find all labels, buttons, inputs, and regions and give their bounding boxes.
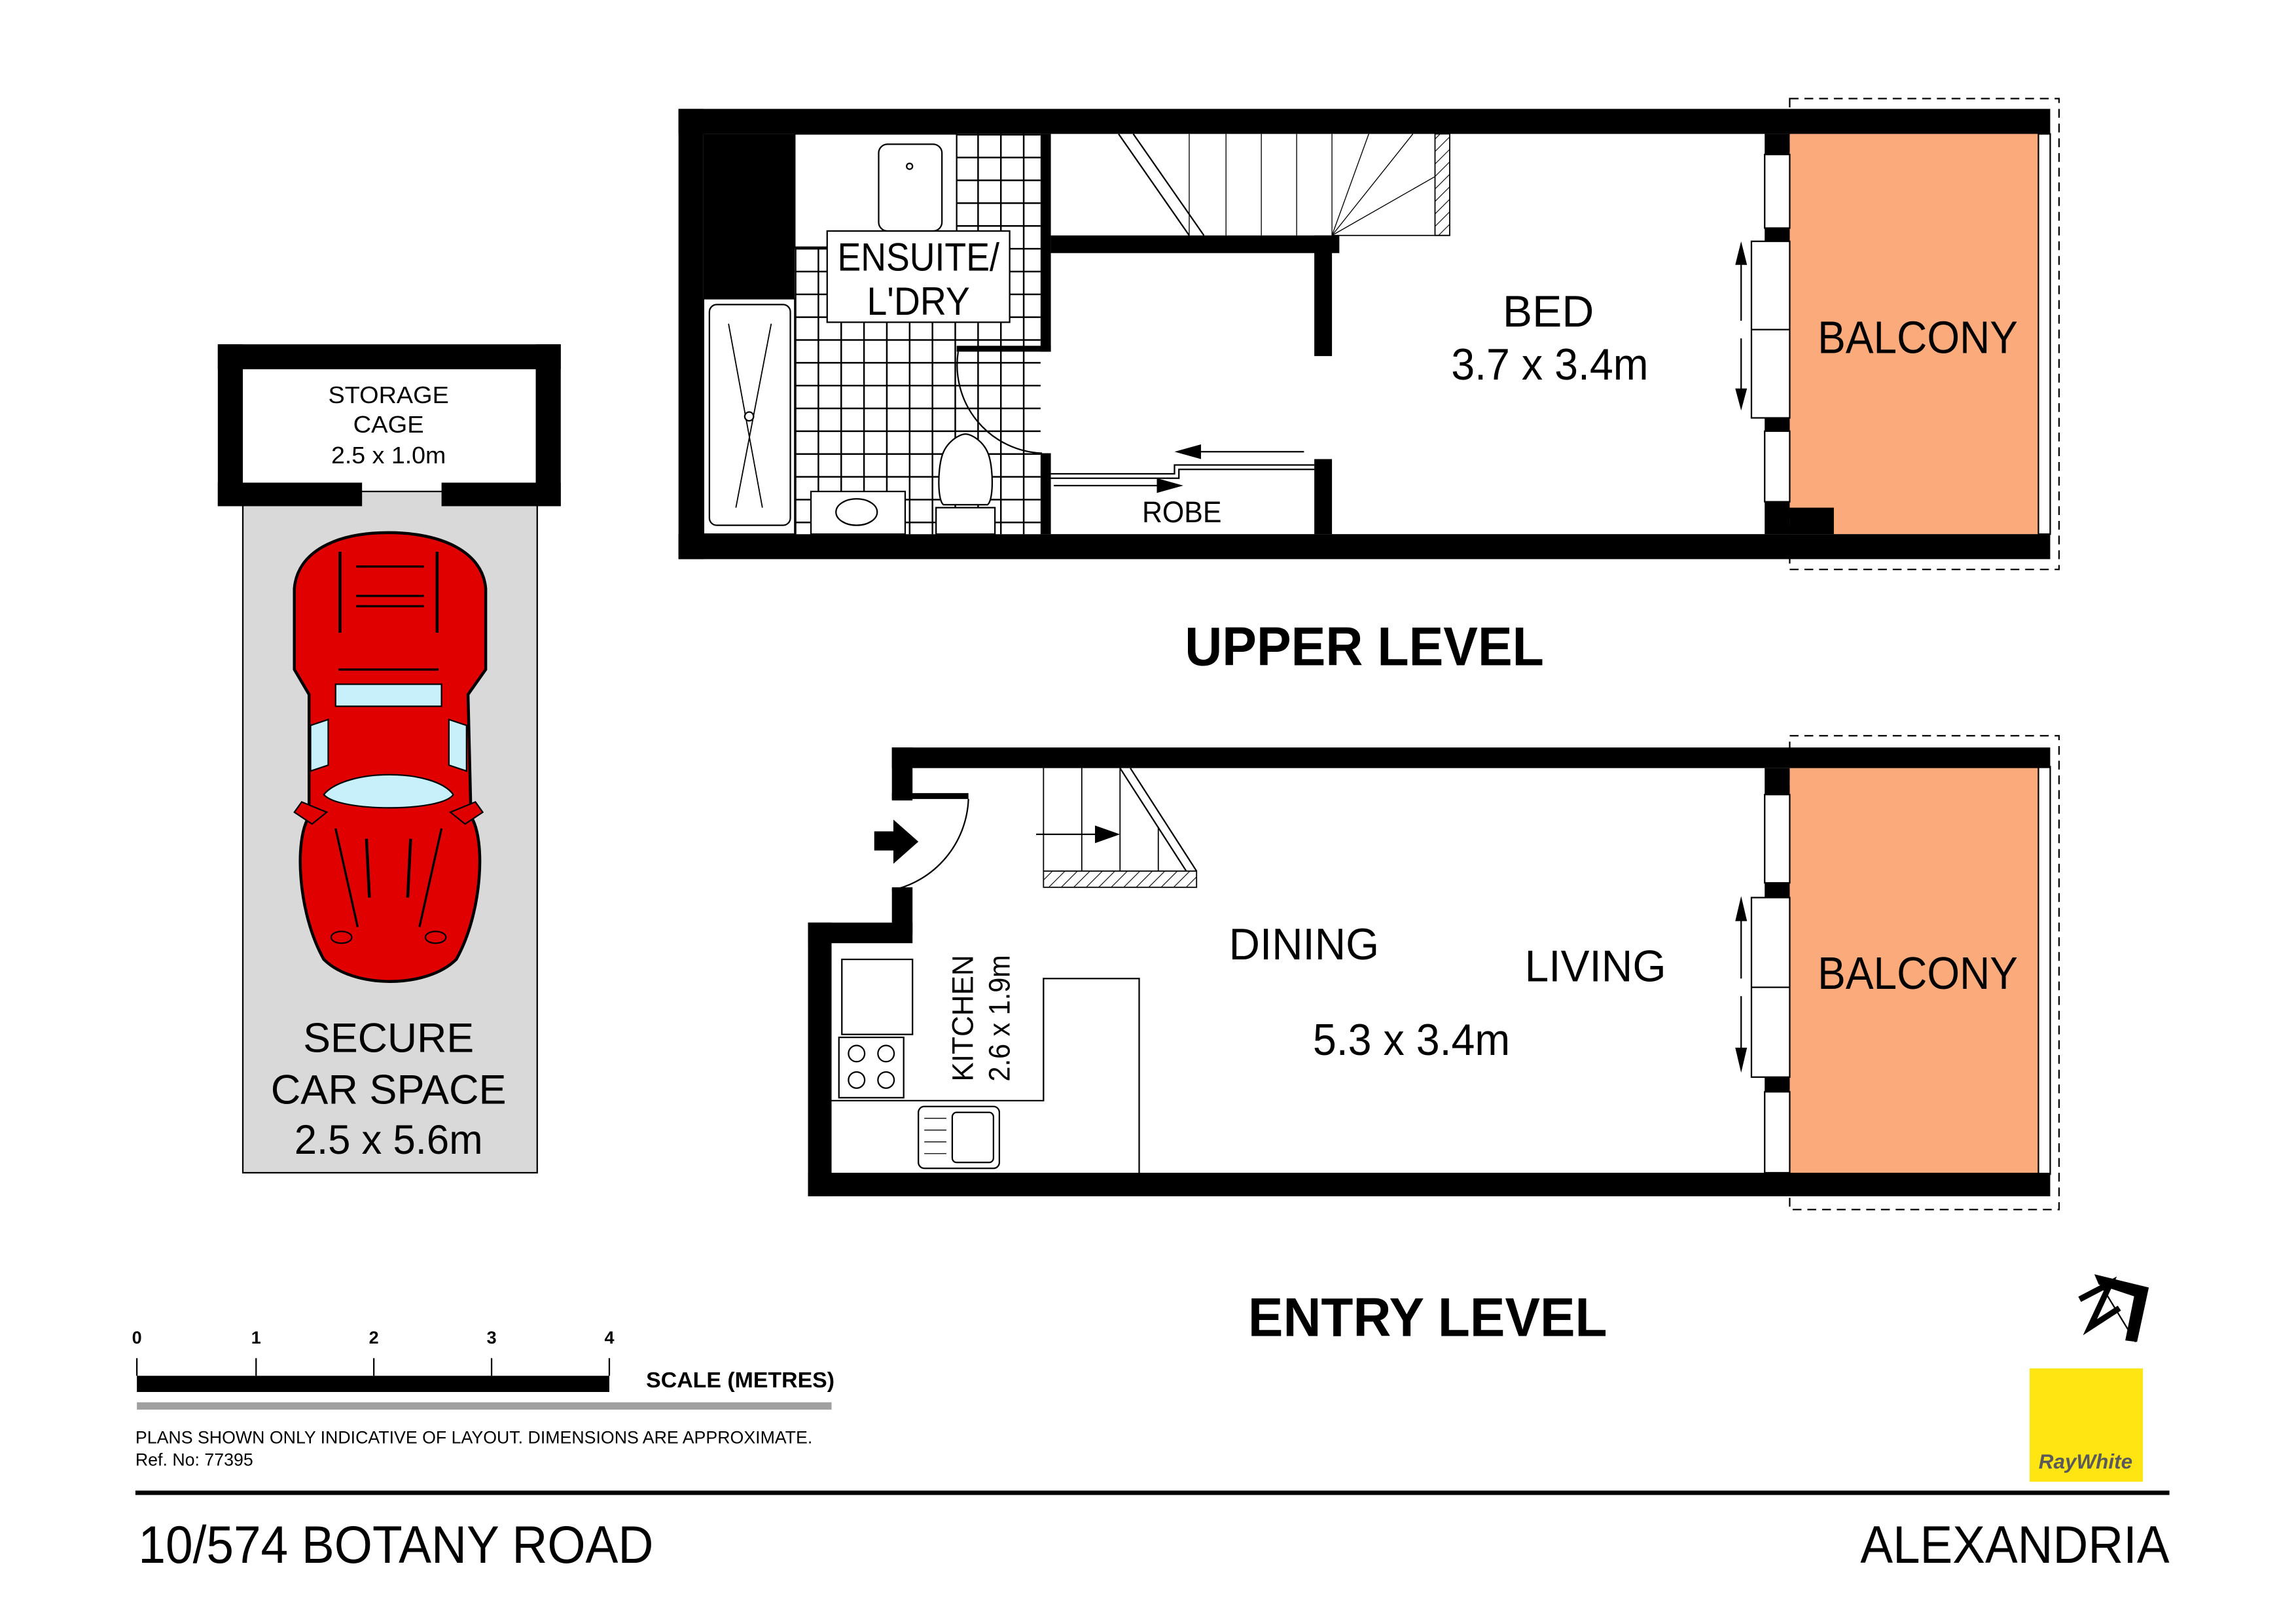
suburb-name: ALEXANDRIA [1860, 1516, 2169, 1575]
upper-bottom-wall [678, 534, 2051, 560]
scale-label: SCALE (METRES) [646, 1368, 834, 1393]
scale-tick-3: 3 [487, 1328, 497, 1347]
wall-segment [1765, 883, 1790, 898]
ensuite-wall [1040, 453, 1051, 535]
upper-top-wall [678, 109, 2051, 134]
scale-tick-1: 1 [251, 1328, 261, 1347]
fridge-space [841, 958, 914, 1035]
entry-balcony-area [1789, 766, 2040, 1175]
wall-segment [1765, 134, 1790, 155]
ensuite-label-box [826, 230, 1011, 323]
upper-balcony-area [1789, 134, 2040, 535]
sliding-door-arrows-icon [1735, 896, 1748, 1073]
balcony-railing [2037, 766, 2051, 1175]
secure-label: SECURE [303, 1016, 474, 1061]
robe-wall [1314, 459, 1333, 535]
toilet-icon [935, 433, 996, 535]
reference-number: Ref. No: 77395 [135, 1450, 253, 1469]
balcony-outline [1789, 735, 2060, 1211]
bed-entry-wall [1314, 235, 1333, 357]
footer-divider [135, 1490, 2170, 1495]
sliding-door-arrows-icon [1735, 241, 1748, 411]
wall-segment [1765, 768, 1790, 795]
living-label: LIVING [1525, 942, 1666, 991]
bed-label: BED [1503, 287, 1594, 336]
wall-segment [1765, 418, 1790, 431]
dining-label: DINING [1229, 920, 1379, 969]
car-space-plan: STORAGE CAGE 2.5 x 1.0m SECURE CAR [217, 344, 561, 1174]
entry-left-wall [808, 922, 832, 1196]
car-icon [293, 531, 488, 983]
bed-size: 3.7 x 3.4m [1451, 340, 1648, 389]
storage-wall [217, 344, 561, 370]
entry-level-title: ENTRY LEVEL [1248, 1287, 1607, 1348]
laundry-label: L'DRY [867, 279, 969, 323]
robe-sliding-doors [1050, 444, 1315, 493]
staircase-entry [1036, 768, 1198, 888]
car-space-label: CAR SPACE [271, 1067, 507, 1113]
upper-balcony-label: BALCONY [1818, 312, 2018, 363]
scale-bar: 0 1 2 3 4 SCALE (METRES) [132, 1328, 834, 1410]
storage-wall [535, 344, 561, 507]
scale-tick-4: 4 [604, 1328, 614, 1347]
window [1764, 153, 1791, 229]
stair-wall [1050, 235, 1340, 253]
kitchen-fixtures [831, 958, 1140, 1173]
storage-wall [441, 482, 561, 507]
storage-wall [217, 344, 243, 507]
cage-label: CAGE [353, 411, 424, 438]
car-space-size: 2.5 x 5.6m [295, 1117, 483, 1163]
wall-segment [1789, 507, 1834, 535]
storage-wall [217, 482, 363, 507]
property-address: 10/574 BOTANY ROAD [138, 1516, 653, 1575]
cooktop-icon [838, 1037, 905, 1099]
entry-bottom-wall [808, 1172, 2051, 1196]
divider [137, 1402, 832, 1410]
entry-wall [891, 747, 913, 801]
raywhite-logo: RayWhite [2029, 1368, 2144, 1482]
storage-label: STORAGE [328, 382, 448, 408]
disclaimer-text: PLANS SHOWN ONLY INDICATIVE OF LAYOUT. D… [135, 1428, 812, 1448]
wall-segment [1765, 228, 1790, 241]
ensuite-label: ENSUITE/ [838, 235, 999, 279]
window [1764, 430, 1791, 503]
storage-size: 2.5 x 1.0m [331, 442, 446, 469]
front-door-swing [891, 798, 969, 891]
robe-label: ROBE [1142, 495, 1221, 529]
laundry-tub-icon [810, 490, 906, 535]
wall-segment [1765, 1172, 1790, 1175]
scale-tick-2: 2 [369, 1328, 379, 1347]
wall-segment [891, 793, 969, 799]
basin-icon [878, 143, 943, 232]
upper-wall-block [703, 134, 795, 299]
dining-living-size: 5.3 x 3.4m [1313, 1016, 1510, 1065]
kitchen-size: 2.6 x 1.9m [983, 955, 1016, 1081]
logo-text: RayWhite [2039, 1450, 2132, 1473]
upper-level-title: UPPER LEVEL [1185, 616, 1544, 677]
kitchen-label: KITCHEN [946, 955, 979, 1081]
entry-balcony-label: BALCONY [1818, 948, 2018, 999]
balcony-railing [2037, 133, 2051, 535]
entry-top-wall [891, 747, 2051, 768]
north-arrow-icon [2078, 1274, 2149, 1343]
ensuite-door-swing [956, 351, 1043, 454]
wall-segment [1765, 501, 1790, 535]
window [1764, 1091, 1791, 1174]
scale-tick-0: 0 [132, 1328, 142, 1347]
wall-segment [956, 346, 1051, 352]
staircase-upper [1118, 133, 1450, 236]
entry-level-plan: KITCHEN 2.6 x 1.9m DINING LIVING 5.3 x 3… [808, 735, 2060, 1348]
window [1764, 794, 1791, 884]
ensuite-wall [1040, 134, 1051, 352]
upper-level-plan: ENSUITE/ L'DRY [678, 98, 2060, 677]
upper-left-wall [678, 109, 704, 560]
entry-arrow-icon [874, 819, 919, 864]
wall-segment [1765, 1077, 1790, 1092]
